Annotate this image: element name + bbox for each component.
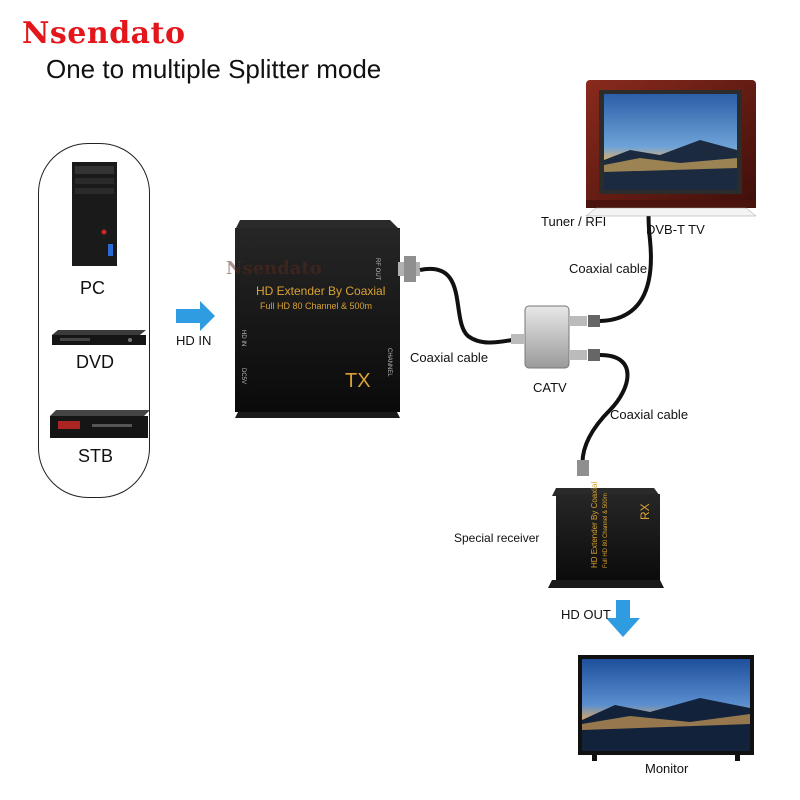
set-top-box-icon [50,410,150,438]
label-dvbt-tv: DVB-T TV [646,222,705,237]
label-catv: CATV [533,380,567,395]
rx-line2: Full HD 80 Channel & 500m [603,493,609,568]
tx-badge: TX [345,370,371,392]
hd-out-arrow-icon [606,600,640,637]
coax-cable-tx-catv [419,266,513,345]
monitor-icon [578,655,754,761]
label-tuner: Tuner / RFI [541,214,607,229]
rx-extender-unit [548,488,664,588]
source-devices-panel [38,143,150,498]
brand-logo: Nsendato [22,16,186,51]
rx-rf-connector [577,460,589,476]
dvb-t-tv-icon [585,80,757,217]
source-label-stb: STB [78,446,114,466]
tx-watermark: Nsendato [226,258,322,279]
tx-port-rf-out: RF OUT [374,258,380,281]
label-monitor: Monitor [645,761,689,776]
diagram-title: One to multiple Splitter mode [46,54,382,84]
tx-port-dc: DC5V [240,368,246,385]
pc-tower-icon [72,162,117,266]
label-coax-tv: Coaxial cable [569,261,648,276]
hd-in-arrow-icon [176,301,215,331]
label-coax-rx: Coaxial cable [610,407,689,422]
tx-port-channel: CHANNEL [386,348,392,377]
label-special-receiver: Special receiver [454,531,540,545]
label-coax-tx: Coaxial cable [410,350,489,365]
tx-line1: HD Extender By Coaxial [256,284,386,298]
source-label-pc: PC [80,278,106,298]
dvd-player-icon [52,330,146,345]
label-hd-out: HD OUT [561,607,611,622]
tx-line2: Full HD 80 Channel & 500m [260,301,373,311]
rx-badge: RX [638,503,652,520]
source-label-dvd: DVD [76,352,115,372]
catv-splitter-icon [511,305,600,369]
tx-extender-unit [235,220,420,418]
rx-line1: HD Extender By Coaxial [590,481,599,568]
tx-port-hd-in: HD IN [240,330,246,347]
label-hd-in: HD IN [176,333,212,348]
coax-cable-catv-rx [580,353,630,471]
